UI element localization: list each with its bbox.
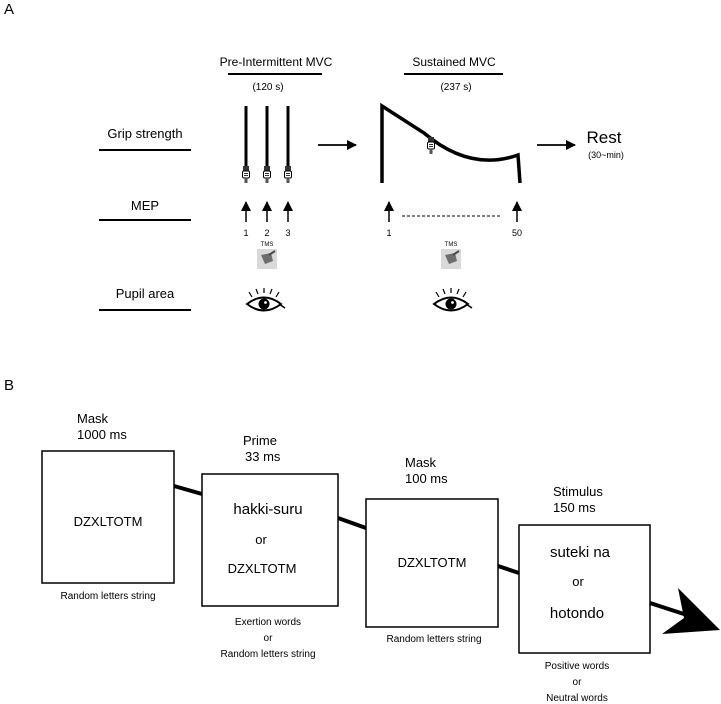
frame-1-time: 1000 ms bbox=[77, 427, 127, 442]
frame-2-line-3: DZXLTOTM bbox=[228, 561, 297, 576]
frame-3-caption: Random letters string bbox=[386, 634, 481, 645]
frame-3-name: Mask bbox=[405, 455, 437, 470]
frame-2-time: 33 ms bbox=[245, 449, 281, 464]
frame-3-box bbox=[365, 498, 499, 628]
row-label-mep: MEP bbox=[131, 198, 159, 213]
connector-2 bbox=[337, 516, 367, 530]
pre-duration: (120 s) bbox=[252, 82, 283, 93]
frame-3-time: 100 ms bbox=[405, 471, 448, 486]
mep-sus-start-num: 1 bbox=[386, 228, 391, 238]
pre-title: Pre-Intermittent MVC bbox=[220, 55, 333, 69]
row-label-grip: Grip strength bbox=[107, 126, 182, 141]
frame-2-line-1: hakki-suru bbox=[233, 501, 302, 518]
connector-1 bbox=[173, 484, 203, 496]
final-arrow-head bbox=[662, 588, 720, 634]
hand-grip-icon bbox=[427, 136, 435, 155]
eye-icon bbox=[246, 287, 286, 312]
frame-4-box bbox=[518, 524, 651, 654]
frame-4-time: 150 ms bbox=[553, 500, 596, 515]
mep-sus-end-num: 50 bbox=[512, 228, 522, 238]
tms-coil-icon bbox=[440, 248, 462, 270]
frame-4-line-3: hotondo bbox=[550, 605, 604, 622]
sus-duration: (237 s) bbox=[440, 82, 471, 93]
sus-title: Sustained MVC bbox=[412, 55, 496, 69]
mep-pre-num-1: 1 bbox=[243, 228, 248, 238]
frame-4-caption-1: Positive words bbox=[545, 661, 609, 672]
mep-pre-num-3: 3 bbox=[285, 228, 290, 238]
rest-duration: (30~min) bbox=[588, 150, 624, 160]
pre-grip-bars bbox=[242, 106, 292, 184]
frame-3-text: DZXLTOTM bbox=[398, 555, 467, 570]
frame-4-name: Stimulus bbox=[553, 484, 603, 499]
mep-pre-num-2: 2 bbox=[264, 228, 269, 238]
panel-b-label: B bbox=[4, 377, 14, 394]
frame-1-name: Mask bbox=[77, 411, 109, 426]
frame-2-caption-3: Random letters string bbox=[220, 649, 315, 660]
frame-2-caption-1: Exertion words bbox=[235, 617, 301, 628]
rest-label: Rest bbox=[587, 128, 622, 147]
connector-3 bbox=[497, 564, 520, 575]
hand-grip-icon bbox=[263, 165, 271, 184]
frame-1-caption: Random letters string bbox=[60, 591, 155, 602]
frame-4-line-1: suteki na bbox=[550, 544, 611, 561]
frame-4-caption-3: Neutral words bbox=[546, 693, 608, 704]
frame-1-text: DZXLTOTM bbox=[74, 514, 143, 529]
row-label-pupil: Pupil area bbox=[116, 286, 175, 301]
frame-4-caption-2: or bbox=[573, 677, 583, 688]
panel-a-label: A bbox=[4, 1, 14, 18]
frame-2-box bbox=[201, 473, 339, 607]
hand-grip-icon bbox=[284, 165, 292, 184]
frame-1-box bbox=[41, 450, 175, 584]
tms-label-pre: TMS bbox=[261, 242, 274, 248]
tms-label-sus: TMS bbox=[445, 242, 458, 248]
frame-4-line-2: or bbox=[572, 574, 584, 589]
tms-coil-icon bbox=[256, 248, 278, 270]
sustained-force-curve bbox=[380, 102, 522, 184]
hand-grip-icon bbox=[242, 165, 250, 184]
frame-2-name: Prime bbox=[243, 433, 277, 448]
eye-icon bbox=[433, 287, 473, 312]
frame-2-line-2: or bbox=[255, 532, 267, 547]
frame-2-caption-2: or bbox=[264, 633, 274, 644]
